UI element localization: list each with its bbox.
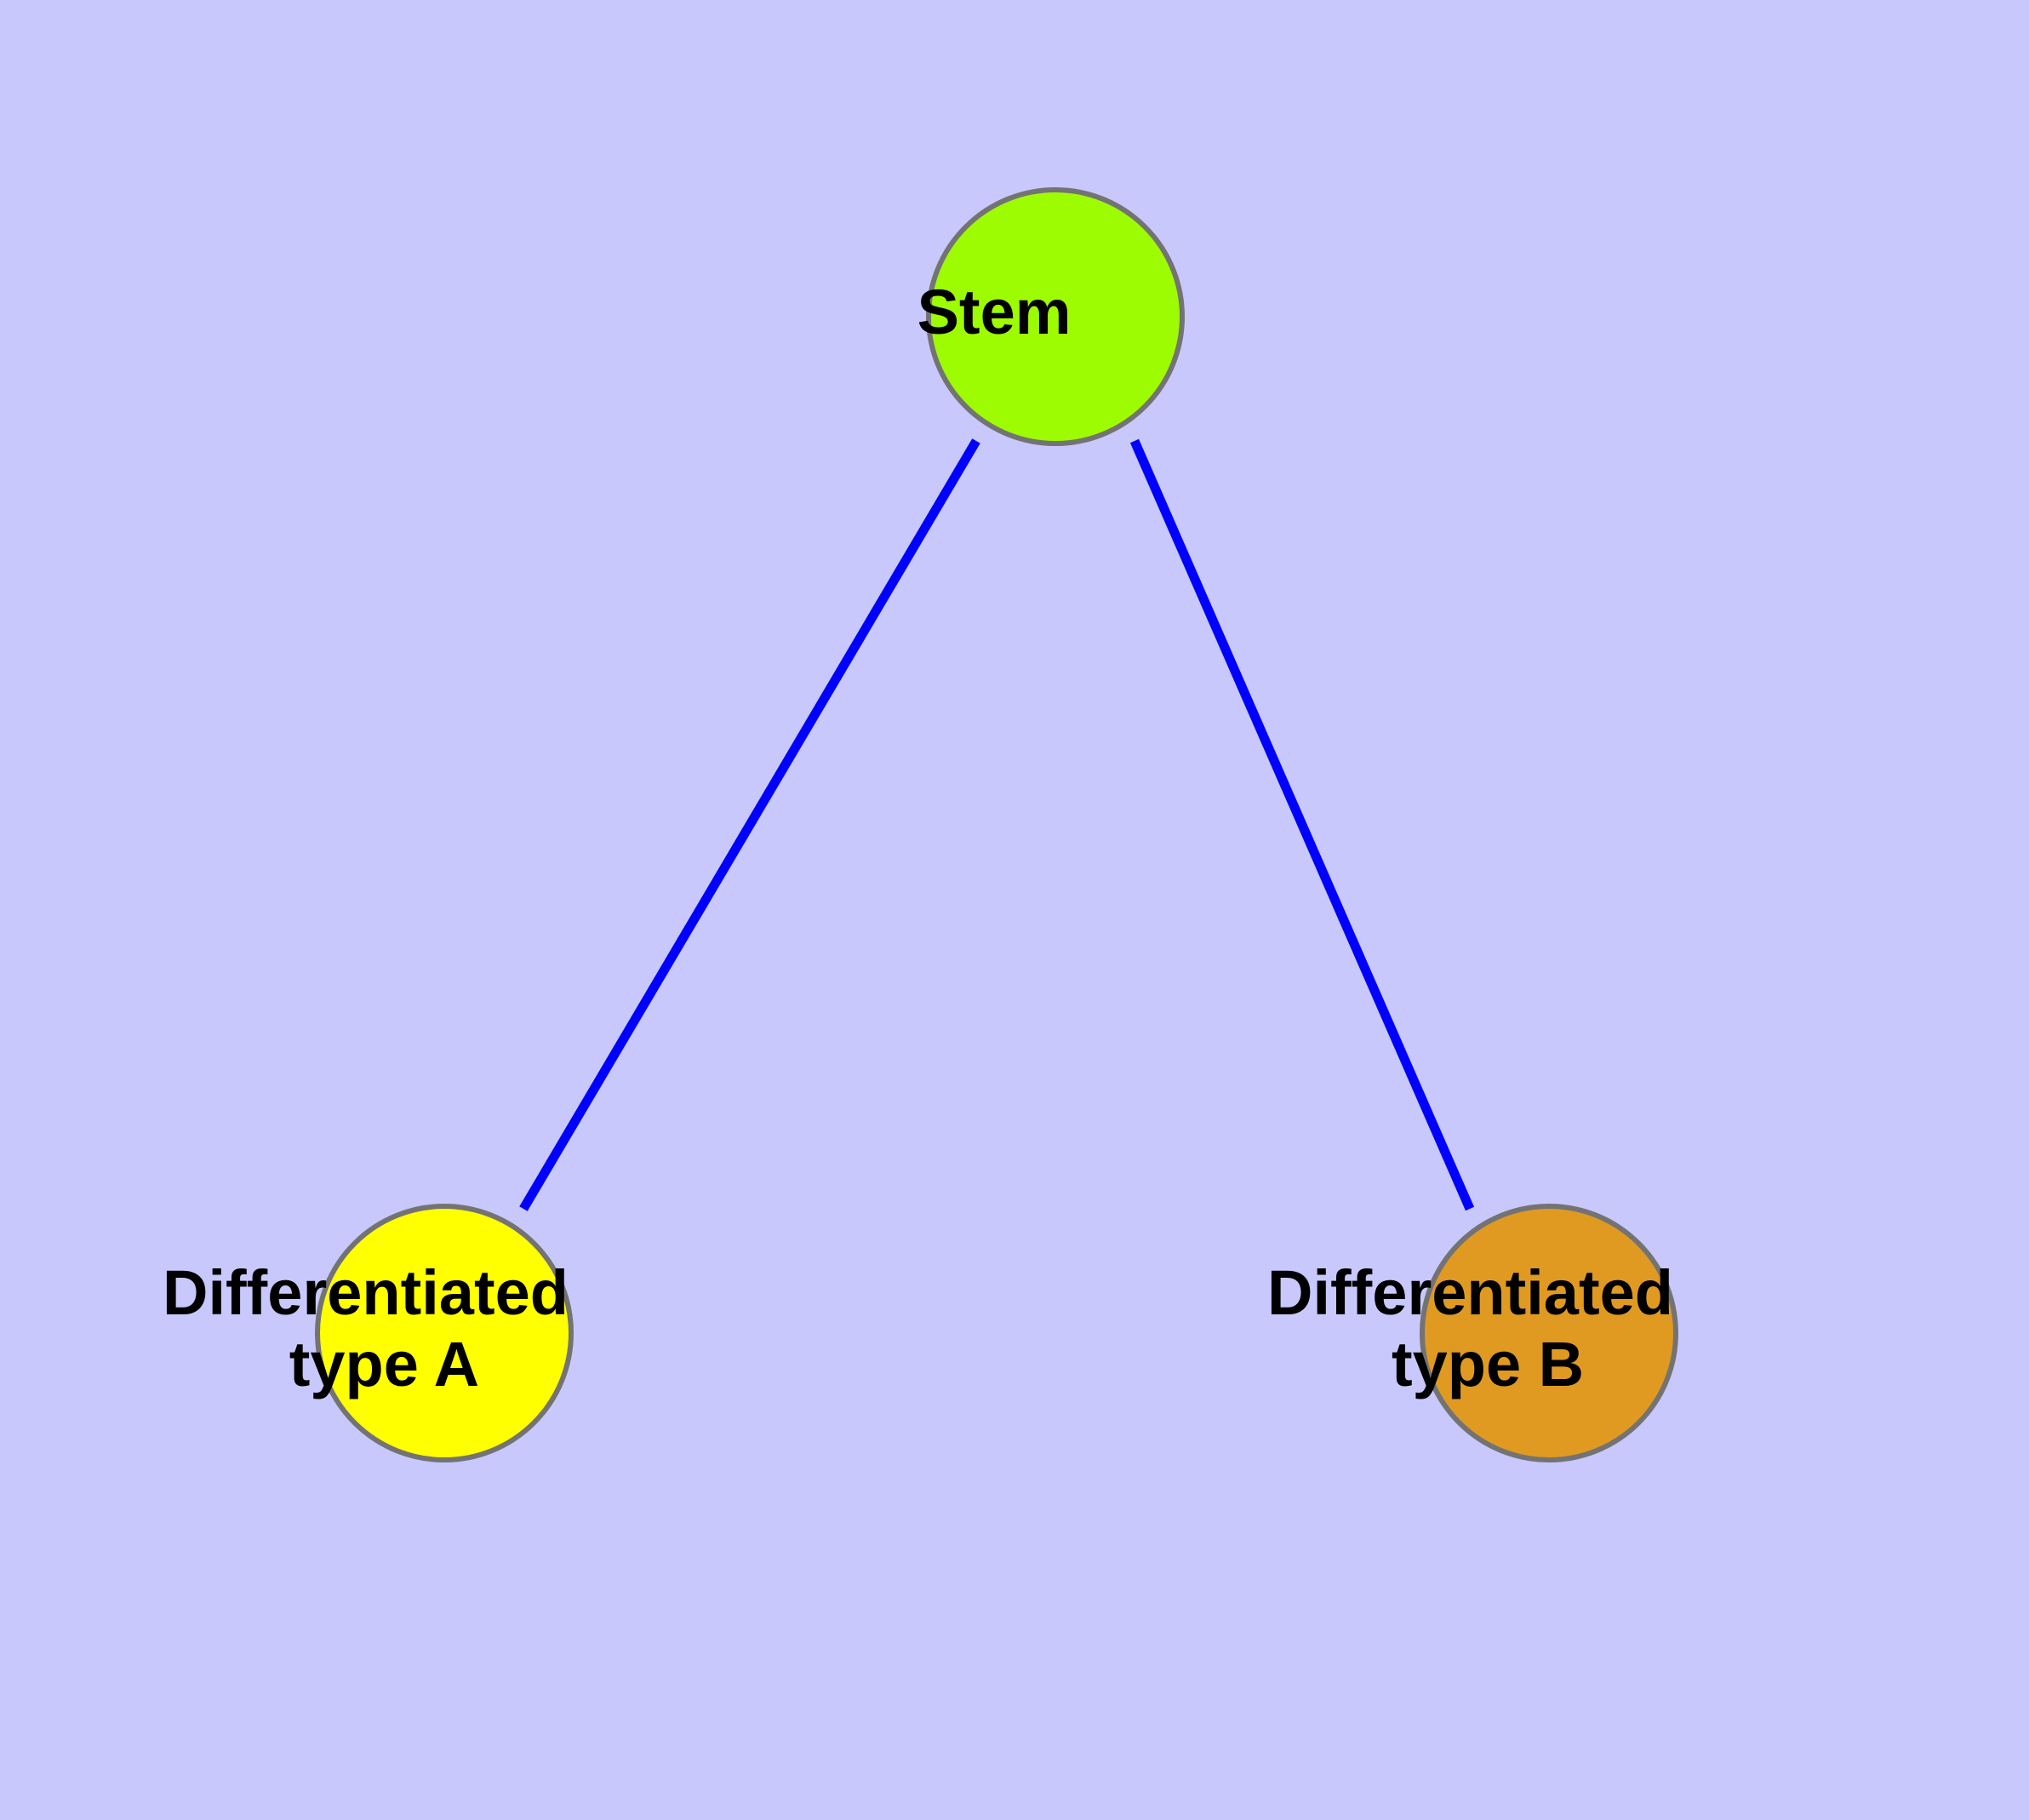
node-label-differentiated-type-b-line-1: Differentiated (1267, 1257, 1673, 1328)
node-label-differentiated-type-a: Differentiated type A (163, 1257, 726, 1399)
node-differentiated-type-a[interactable] (315, 1204, 574, 1462)
node-differentiated-type-b[interactable] (1420, 1204, 1678, 1462)
node-label-differentiated-type-b: Differentiated type B (1267, 1257, 1831, 1399)
label-layer: Stem Differentiated type A Differentiate… (163, 277, 1831, 1399)
node-label-differentiated-type-a-line-1: Differentiated (163, 1257, 569, 1328)
edge-layer (519, 438, 1475, 1211)
edge-stem-to-differentiated-type-a[interactable] (519, 438, 980, 1211)
node-label-differentiated-type-a-line-2: type A (289, 1329, 478, 1399)
node-label-differentiated-type-b-line-2: type B (1392, 1329, 1584, 1399)
node-layer (315, 187, 1678, 1462)
node-stem[interactable] (926, 187, 1185, 446)
edge-stem-to-differentiated-type-b[interactable] (1129, 438, 1475, 1211)
node-label-stem-line-1: Stem (917, 277, 1072, 347)
node-label-stem: Stem (917, 277, 1194, 347)
